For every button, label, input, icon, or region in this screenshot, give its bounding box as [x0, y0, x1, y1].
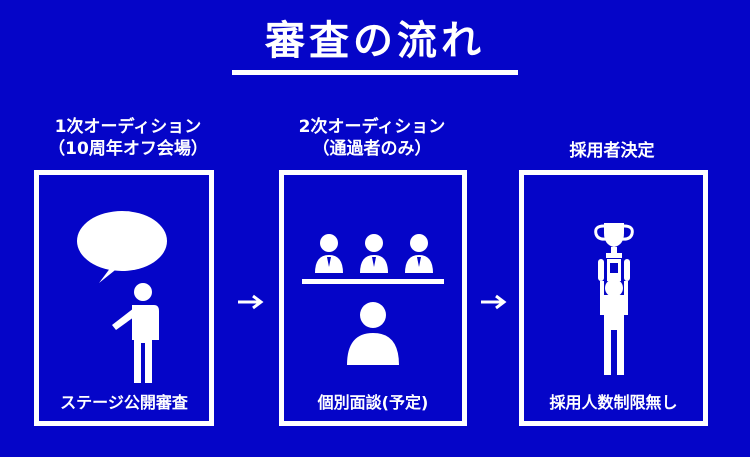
step-3-caption: 採用人数制限無し — [549, 393, 678, 412]
arrow-right-icon — [481, 294, 507, 310]
step-2-caption: 個別面談(予定) — [317, 393, 429, 412]
step-2-label: 2次オーディション （通過者のみ） — [272, 116, 472, 160]
page-title: 審査の流れ — [265, 18, 485, 64]
step-3-label-line1: 採用者決定 — [569, 141, 655, 161]
trophy-winner-icon — [594, 223, 634, 375]
step-3-panel: 採用人数制限無し — [519, 170, 708, 426]
step-3-label: 採用者決定 — [512, 140, 712, 162]
step-1-label-line1: 1次オーディション — [54, 117, 202, 137]
step-1-label: 1次オーディション （10周年オフ会場） — [28, 116, 228, 160]
step-1-label-line2: （10周年オフ会場） — [48, 139, 208, 159]
step-2-label-line2: （通過者のみ） — [312, 139, 432, 159]
step-2-label-line1: 2次オーディション — [298, 117, 446, 137]
step-1-caption: ステージ公開審査 — [60, 393, 188, 412]
title-underline — [232, 70, 518, 75]
speaking-person-icon — [77, 211, 167, 383]
step-2-panel: 個別面談(予定) — [279, 170, 467, 426]
step-1-panel: ステージ公開審査 — [34, 170, 214, 426]
arrow-right-icon — [238, 294, 264, 310]
interview-panel-icon — [302, 234, 444, 365]
